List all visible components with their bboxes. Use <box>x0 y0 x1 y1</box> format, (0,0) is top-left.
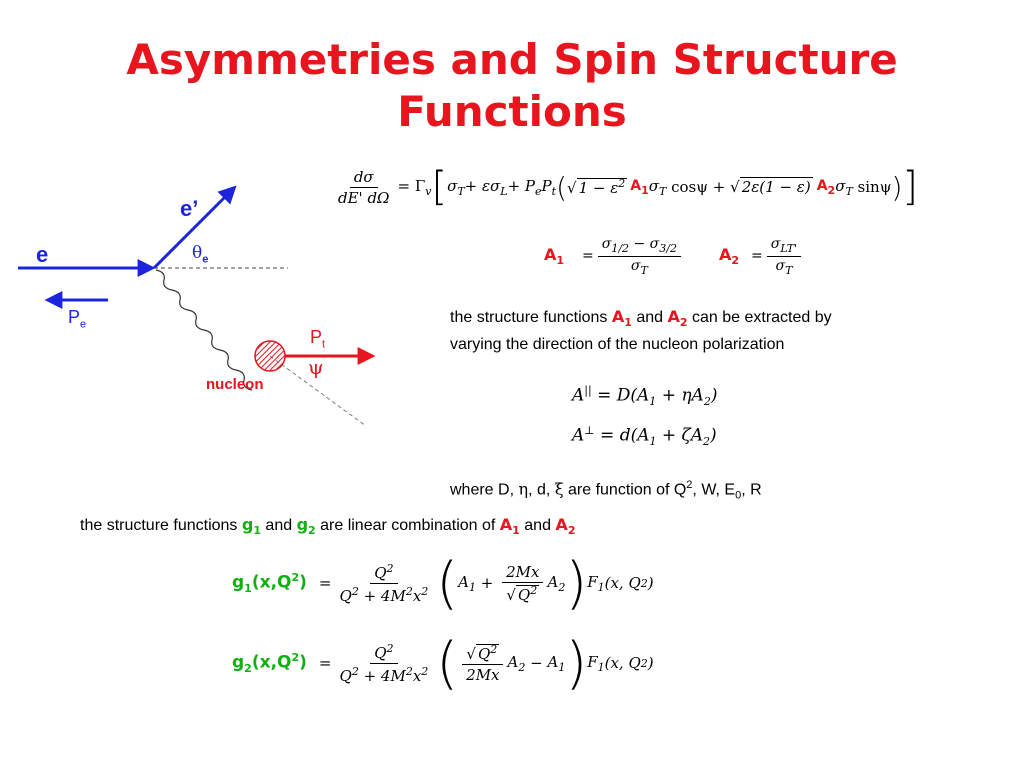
eq-a1-definition: A1 = σ1/2 − σ3/2 σT <box>544 236 685 277</box>
eq-main-sin: sinψ <box>852 178 892 196</box>
eq-main-sigma-t3: σT <box>835 176 853 198</box>
eq-g2-prefactor: Q2 Q2 + 4M2x2 <box>339 641 429 685</box>
eq-main-pt: Pt <box>541 176 557 198</box>
eq-a1-frac: σ1/2 − σ3/2 σT <box>597 236 681 277</box>
eq-a2-label: A2 <box>719 245 740 268</box>
eq-a2-frac: σLT' σT <box>766 236 802 277</box>
eq-main-pe: + Pe <box>507 176 542 198</box>
eq-a2-definition: A2 = σLT' σT <box>719 236 805 277</box>
eq-g1-label: g1(x,Q2) <box>232 570 307 596</box>
pt-symbol: P <box>310 327 323 347</box>
eq-main-sigma-l: + εσL <box>464 176 508 198</box>
eq-main-lhs: dσ dE' dΩ <box>334 168 393 207</box>
eq-g2: g2(x,Q2) = Q2 Q2 + 4M2x2 ( √Q2 2Mx A2 − … <box>232 630 654 696</box>
label-psi: ψ <box>308 355 324 379</box>
text-extraction-line1: the structure functions A1 and A2 can be… <box>450 307 832 330</box>
scattered-electron-arrow <box>152 185 237 270</box>
virtual-photon-wave <box>155 269 253 391</box>
label-theta-e: θe <box>192 242 208 270</box>
text-linear-combination: the structure functions g1 and g2 are li… <box>80 515 576 538</box>
title-line-2: Functions <box>397 87 627 136</box>
eq-main-lhs-den: dE' dΩ <box>338 188 390 207</box>
eq-cross-section: dσ dE' dΩ = Γv [ σT + εσL + Pe Pt ( √1 −… <box>330 164 918 210</box>
text-extraction: the structure functions A1 and A2 can be… <box>450 306 970 356</box>
eq-a-parallel: A|| = D(A1 + ηA2) <box>572 384 718 409</box>
theta-symbol: θ <box>192 243 203 263</box>
target-axis-dashed <box>269 355 367 427</box>
label-e-prime: e’ <box>180 196 199 221</box>
text-extraction-line2: varying the direction of the nucleon pol… <box>450 336 785 354</box>
pe-symbol: P <box>68 307 81 327</box>
label-pt: Pt <box>310 326 325 356</box>
eq-main-lhs-num: dσ <box>349 168 378 188</box>
eq-a1-label: A1 <box>544 245 565 268</box>
pt-sub: t <box>322 338 326 351</box>
text-kinematic-functions: where D, η, d, ξ are function of Q2, W, … <box>450 479 762 502</box>
bracket-close: ] <box>902 164 919 210</box>
scattering-diagram <box>18 185 376 427</box>
eq-main-prefix: = Γv <box>397 176 432 198</box>
eq-g2-inner-frac: √Q2 2Mx <box>462 643 504 684</box>
bracket-open: [ <box>431 164 448 210</box>
label-nucleon: nucleon <box>206 376 264 393</box>
eq-a-perp: A⊥ = d(A1 + ζA2) <box>572 424 717 449</box>
eq-main-sigma-t2: σT <box>648 176 667 198</box>
eq-main-sqrt1: √1 − ε2 <box>567 177 628 197</box>
label-pe: Pe <box>68 306 86 336</box>
theta-sub: e <box>202 253 209 266</box>
pe-sub: e <box>80 318 87 331</box>
eq-main-cos: cosψ + <box>666 178 731 196</box>
eq-g2-label: g2(x,Q2) <box>232 650 307 676</box>
eq-g1-inner-frac: 2Mx √Q2 <box>502 563 544 604</box>
slide-title: Asymmetries and Spin Structure Functions <box>0 34 1024 138</box>
eq-g1: g1(x,Q2) = Q2 Q2 + 4M2x2 ( A1 + 2Mx √Q2 … <box>232 550 654 616</box>
eq-main-a2: A2 <box>816 177 836 197</box>
label-e: e <box>36 242 49 267</box>
eq-main-sigma-t: σT <box>447 176 465 198</box>
eq-main-sqrt2: √2ε(1 − ε) <box>730 177 813 196</box>
eq-main-a1: A1 <box>630 177 649 197</box>
title-line-1: Asymmetries and Spin Structure <box>126 35 898 84</box>
nucleon-target <box>254 340 286 372</box>
eq-g1-prefactor: Q2 Q2 + 4M2x2 <box>339 561 429 605</box>
